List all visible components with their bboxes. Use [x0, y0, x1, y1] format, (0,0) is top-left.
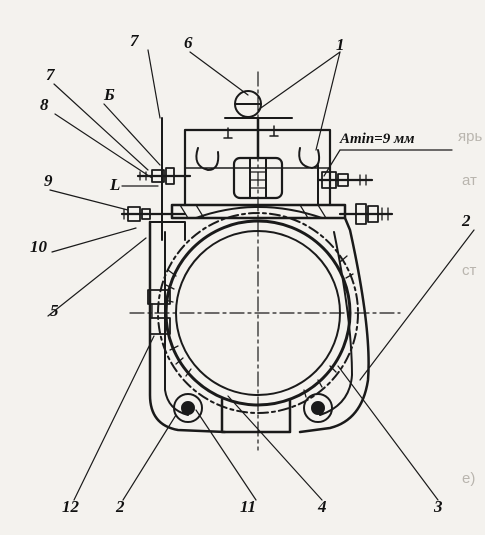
center-lines [129, 71, 401, 451]
pivot-eye-left [173, 393, 203, 423]
callout-2-right: 2 [462, 211, 471, 230]
left-clamp-block [147, 289, 171, 335]
callout-4: 4 [318, 497, 327, 516]
eccentric-left [195, 147, 220, 171]
callout-b: Б [104, 85, 115, 104]
ghost-text-1: ярь [458, 128, 483, 145]
leader-lines [47, 49, 475, 501]
right-bolt-lower [338, 203, 394, 225]
callout-12: 12 [62, 497, 79, 516]
outer-frame [148, 216, 370, 434]
callout-1: 1 [336, 35, 345, 54]
eccentric-right [298, 147, 321, 169]
left-bolt-lower [120, 206, 187, 222]
callout-10: 10 [30, 237, 47, 256]
bottom-neck [220, 398, 292, 434]
top-studs [223, 125, 279, 139]
callout-11: 11 [240, 497, 257, 516]
dimension-note: Amin=9 мм [340, 131, 415, 147]
saddle-arch [195, 206, 323, 219]
callout-7-left: 7 [46, 65, 55, 84]
ghost-text-4: е) [462, 470, 476, 487]
callout-8: 8 [40, 95, 49, 114]
central-screw [232, 116, 284, 200]
ghost-text-2: ат [462, 172, 477, 189]
left-bracket [149, 221, 186, 241]
left-bolt-upper [136, 167, 192, 185]
callout-9: 9 [44, 171, 53, 190]
callout-3: 3 [434, 497, 443, 516]
callout-5: 5 [50, 301, 59, 320]
callout-6: 6 [184, 33, 193, 52]
handwheel [224, 90, 293, 119]
saddle-hatch [179, 204, 327, 219]
band-hatching [164, 255, 354, 398]
ghost-text-3: ст [462, 262, 477, 279]
callout-2-bottom: 2 [116, 497, 125, 516]
callout-7-top: 7 [130, 31, 139, 50]
callout-l: L [110, 175, 121, 194]
right-bolt-upper [316, 171, 374, 189]
pivot-eye-right [303, 393, 333, 423]
